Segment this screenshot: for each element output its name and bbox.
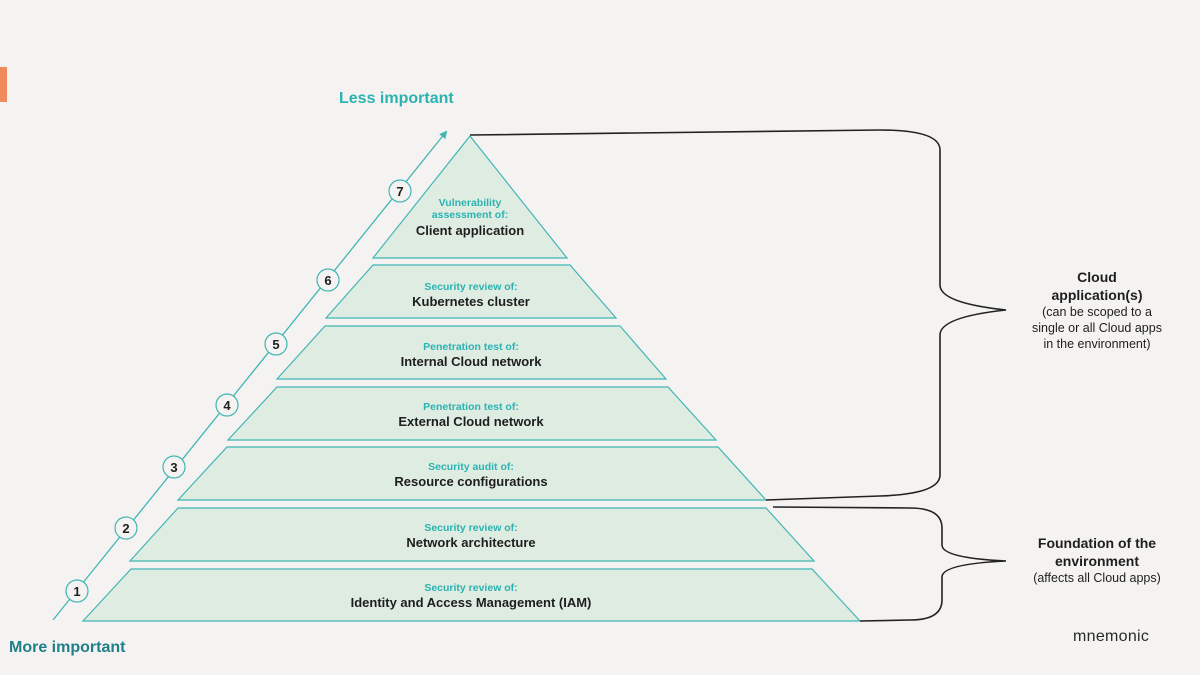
tier-1: Security review of: Identity and Access … xyxy=(81,568,862,622)
step-7-marker: 7 xyxy=(388,179,412,203)
cloud-group-label: Cloud application(s) (can be scoped to a… xyxy=(1016,268,1178,352)
step-6-marker: 6 xyxy=(316,268,340,292)
tier-1-label: Identity and Access Management (IAM) xyxy=(351,595,592,610)
tier-7-sub-line1: Vulnerability xyxy=(439,197,502,209)
tier-2-sub: Security review of: xyxy=(424,522,517,534)
tier-1-sub: Security review of: xyxy=(424,582,517,594)
cloud-title-line2: application(s) xyxy=(1051,287,1143,303)
accent-bar xyxy=(0,67,7,102)
importance-arrow xyxy=(52,130,448,621)
mnemonic-logo: mnemonic xyxy=(1073,628,1150,645)
tier-6-label: Kubernetes cluster xyxy=(412,294,530,309)
step-2-marker: 2 xyxy=(114,516,138,540)
less-important-label: Less important xyxy=(339,90,454,107)
tier-7-label: Client application xyxy=(416,223,524,238)
tier-4: Penetration test of: External Cloud netw… xyxy=(226,386,718,441)
tier-5: Penetration test of: Internal Cloud netw… xyxy=(275,325,668,380)
tier-2: Security review of: Network architecture xyxy=(128,507,816,562)
tier-6-sub: Security review of: xyxy=(424,281,517,293)
cloud-desc-line1: (can be scoped to a xyxy=(1042,305,1152,319)
step-4-marker: 4 xyxy=(215,393,239,417)
tier-7-shape xyxy=(371,135,569,259)
step-6-number: 6 xyxy=(324,273,331,288)
more-important-label: More important xyxy=(9,639,126,656)
step-5-number: 5 xyxy=(272,337,279,352)
foundation-brace xyxy=(772,506,1007,622)
tier-5-label: Internal Cloud network xyxy=(401,354,543,369)
tier-4-sub: Penetration test of: xyxy=(423,401,519,413)
tier-7-sub-line2: assessment of: xyxy=(432,209,508,221)
cloud-desc-line3: in the environment) xyxy=(1043,337,1151,351)
tier-6: Security review of: Kubernetes cluster xyxy=(324,264,618,319)
tier-3-label: Resource configurations xyxy=(394,474,547,489)
tier-4-shape xyxy=(226,386,718,441)
tier-2-label: Network architecture xyxy=(406,535,535,550)
step-4-number: 4 xyxy=(223,398,231,413)
tier-3-sub: Security audit of: xyxy=(428,461,514,473)
tier-2-shape xyxy=(128,507,816,562)
tier-6-shape xyxy=(324,264,618,319)
step-5-marker: 5 xyxy=(264,332,288,356)
step-3-number: 3 xyxy=(170,460,177,475)
step-1-marker: 1 xyxy=(65,579,89,603)
tier-7: Vulnerability assessment of: Client appl… xyxy=(371,135,569,259)
foundation-title-line2: environment xyxy=(1054,553,1139,569)
cloud-brace xyxy=(469,129,1007,501)
tier-4-label: External Cloud network xyxy=(398,414,544,429)
tier-5-shape xyxy=(275,325,668,380)
step-3-marker: 3 xyxy=(162,455,186,479)
step-1-number: 1 xyxy=(73,584,80,599)
cloud-title-line1: Cloud xyxy=(1077,269,1117,285)
foundation-title-line1: Foundation of the xyxy=(1037,535,1157,551)
step-2-number: 2 xyxy=(122,521,129,536)
cloud-desc-line2: single or all Cloud apps xyxy=(1032,321,1162,335)
tier-5-sub: Penetration test of: xyxy=(423,341,519,353)
step-7-number: 7 xyxy=(396,184,403,199)
foundation-group-label: Foundation of the environment (affects a… xyxy=(1016,534,1178,586)
tier-3: Security audit of: Resource configuratio… xyxy=(176,446,768,501)
foundation-desc: (affects all Cloud apps) xyxy=(1033,571,1161,585)
